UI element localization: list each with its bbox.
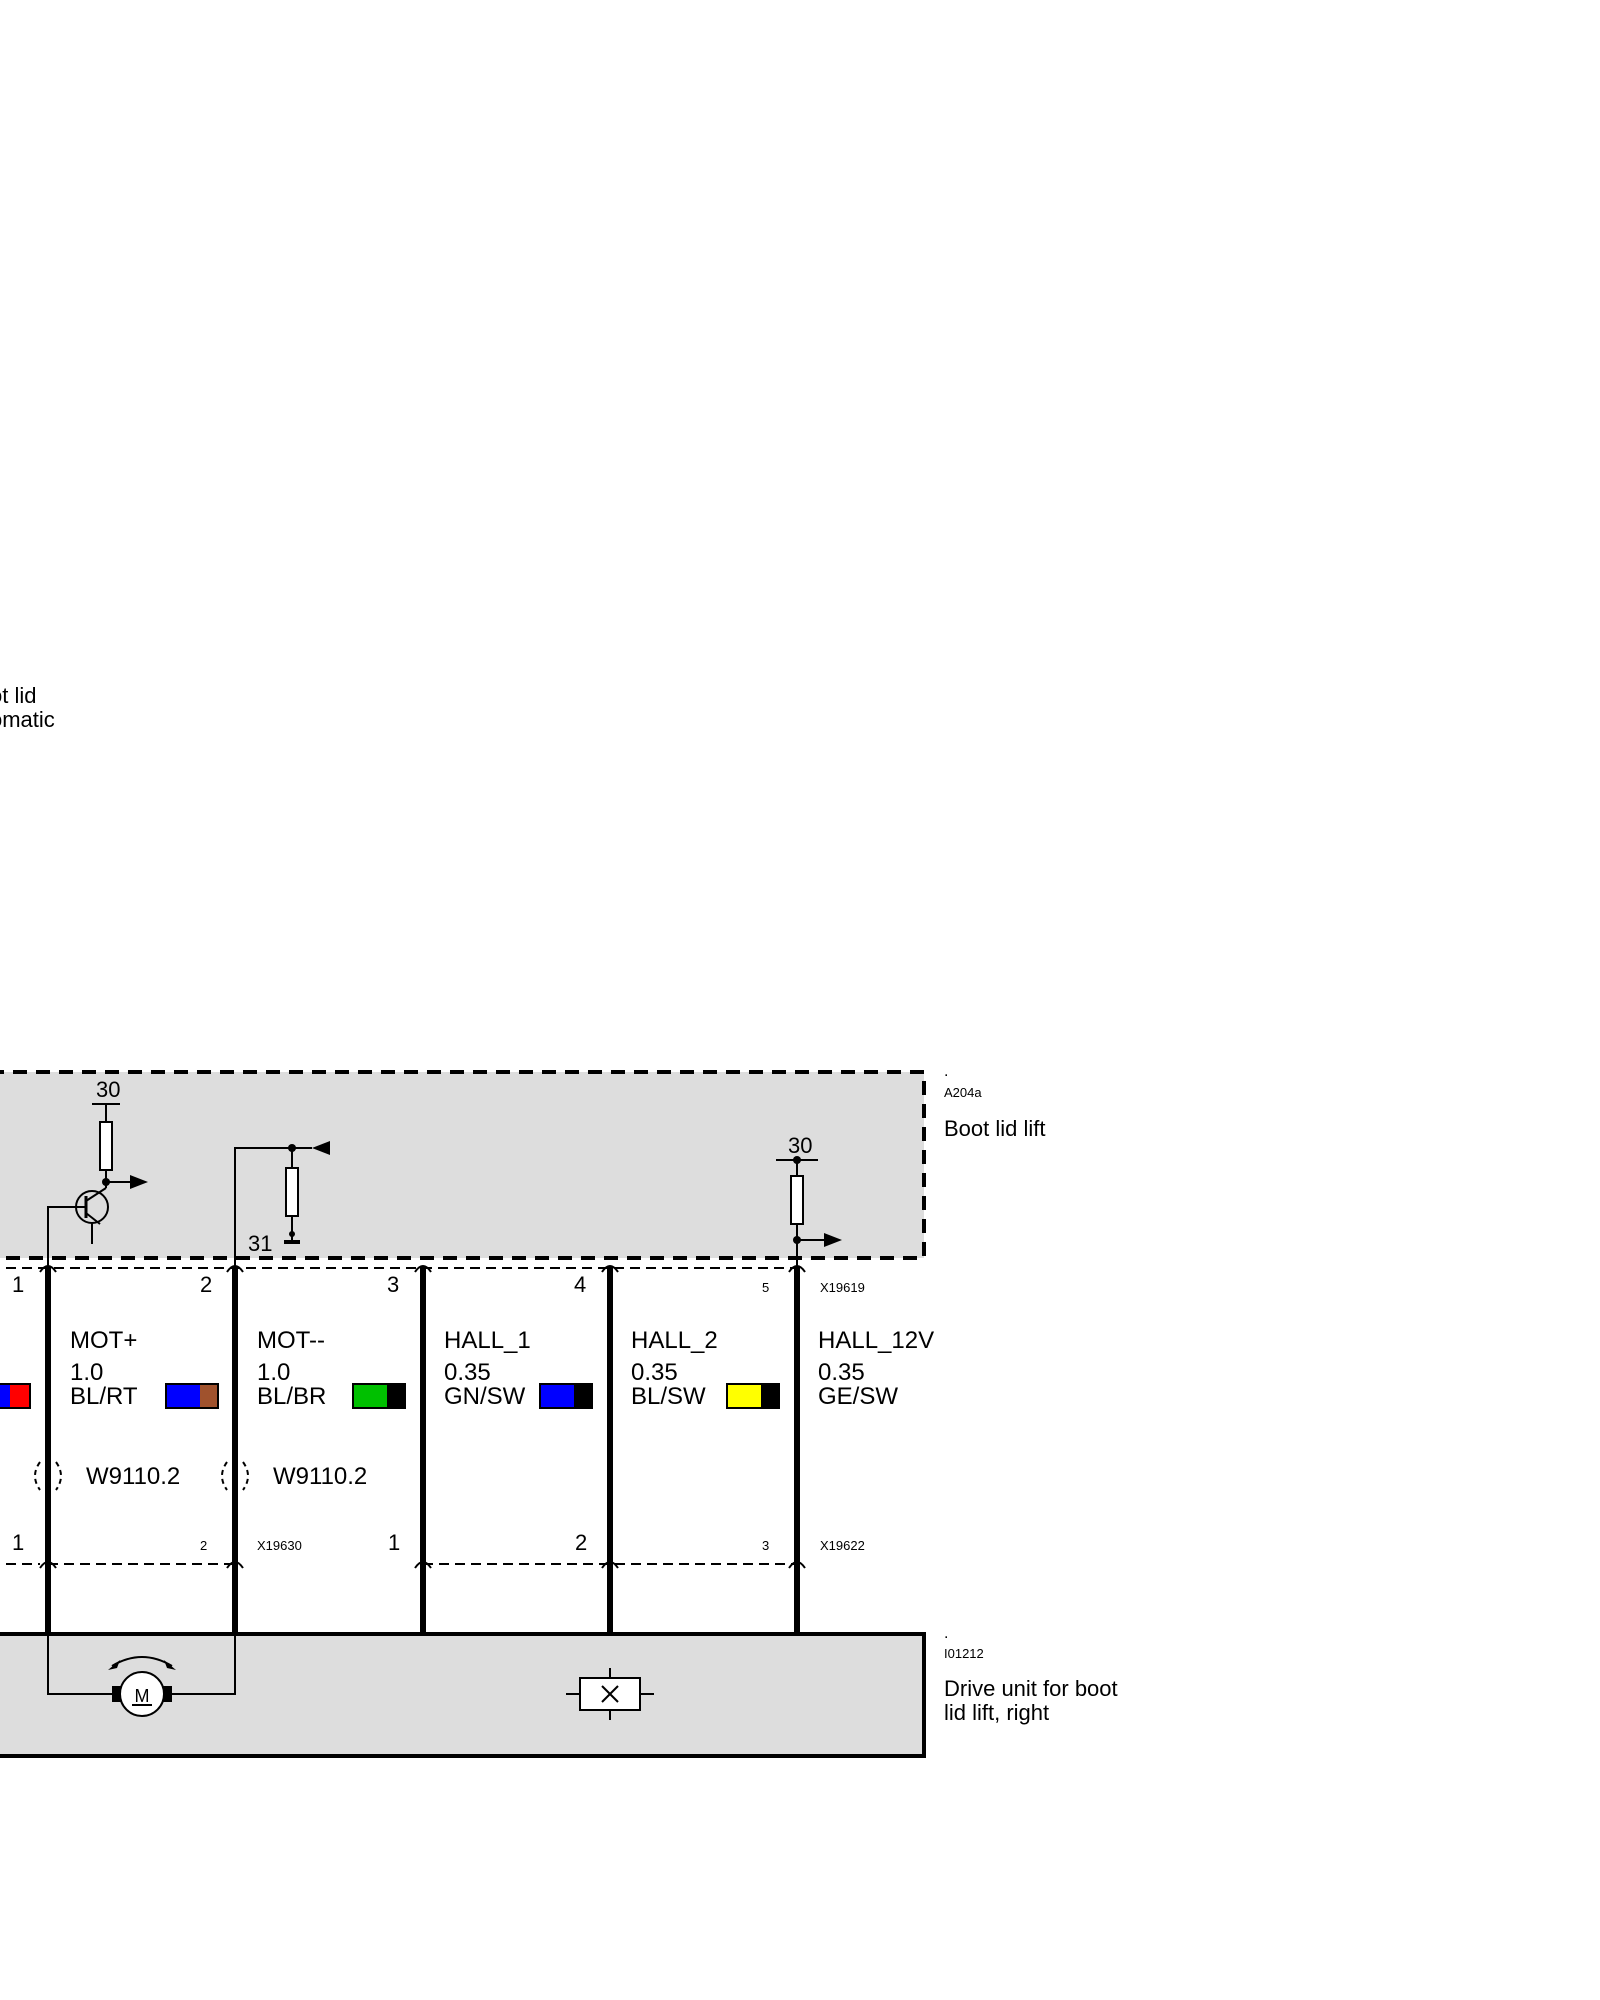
module-dot: .	[944, 1063, 948, 1080]
wire-label-hall-12v: HALL_12V 0.35 GE/SW	[818, 1327, 934, 1410]
swatch-primary	[0, 1384, 10, 1408]
module-id: A204a	[944, 1085, 982, 1100]
pin-label: 4	[574, 1272, 586, 1297]
module-panel	[0, 1072, 924, 1258]
motor-icon: M	[108, 1656, 176, 1717]
wire-size: 0.35	[818, 1359, 865, 1386]
connector-id: X19622	[820, 1538, 865, 1553]
wire-signal: HALL_12V	[818, 1327, 934, 1354]
drive-unit-i01212: . I01212 Drive unit for boot lid lift, r…	[0, 1625, 1118, 1758]
wire-size: 1.0	[257, 1359, 290, 1386]
pin-label: 1	[12, 1272, 24, 1297]
pin-label: 1	[12, 1530, 24, 1555]
drive-unit-name-line1: Drive unit for boot	[944, 1676, 1118, 1701]
drive-unit-dot: .	[944, 1625, 948, 1642]
pin-label: 2	[200, 1272, 212, 1297]
swatch-primary	[353, 1384, 387, 1408]
swatch-primary	[166, 1384, 200, 1408]
swatch-primary	[540, 1384, 574, 1408]
wire-label-hall-1: HALL_1 0.35 GN/SW	[444, 1327, 593, 1410]
wire-signal: MOT+	[70, 1327, 137, 1354]
wire-size: 0.35	[631, 1359, 678, 1386]
pin-label: 3	[387, 1272, 399, 1297]
shield-id: W9110.2	[86, 1463, 180, 1490]
pin-label: 2	[575, 1530, 587, 1555]
wire-color-code: GE/SW	[818, 1383, 898, 1410]
color-swatch	[539, 1383, 593, 1409]
wire-color-code: GN/SW	[444, 1383, 526, 1410]
wire-label-0	[0, 1383, 31, 1409]
wire-signal: HALL_2	[631, 1327, 718, 1354]
swatch-stripe	[10, 1384, 30, 1408]
swatch-stripe	[574, 1384, 592, 1408]
wire-color-code: BL/BR	[257, 1383, 326, 1410]
arrow-right-icon	[797, 1233, 842, 1247]
connector-id: X19630	[257, 1538, 302, 1553]
module-a204a: . A204a Boot lid lift 30	[0, 1063, 1046, 1268]
pin-label: 1	[388, 1530, 400, 1555]
wire-bundle	[39, 1265, 806, 1634]
wire-size: 0.35	[444, 1359, 491, 1386]
module-border	[0, 1070, 926, 1260]
wire-color-code: BL/RT	[70, 1383, 138, 1410]
color-swatch	[0, 1383, 31, 1409]
wire-label-hall-2: HALL_2 0.35 BL/SW	[631, 1327, 780, 1410]
wire-label-mot-plus: MOT+ 1.0 BL/RT	[70, 1327, 219, 1410]
color-swatch	[352, 1383, 406, 1409]
terminal-30-right: 30	[788, 1133, 812, 1158]
swatch-stripe	[761, 1384, 779, 1408]
shield-marker-2: W9110.2	[221, 1461, 367, 1491]
color-swatch	[165, 1383, 219, 1409]
shield-marker-1: W9110.2	[34, 1461, 180, 1491]
fragment-label-line2: omatic	[0, 707, 55, 732]
wire-label-mot-minus: MOT-- 1.0 BL/BR	[257, 1327, 406, 1410]
wire-signal: HALL_1	[444, 1327, 531, 1354]
fragment-label-line1: ot lid	[0, 683, 36, 708]
wire-color-code: BL/SW	[631, 1383, 706, 1410]
wire-signal: MOT--	[257, 1327, 325, 1354]
pin-label: 3	[762, 1538, 769, 1553]
color-swatch	[726, 1383, 780, 1409]
terminal-30-left: 30	[96, 1077, 120, 1102]
swatch-primary	[727, 1384, 761, 1408]
connector-x19622: 1 2 3 X19622	[388, 1530, 865, 1565]
input-arrow-icon	[312, 1141, 330, 1155]
swatch-stripe	[200, 1384, 218, 1408]
ground-31-label: 31	[248, 1231, 272, 1256]
arrow-right-icon	[106, 1175, 148, 1189]
pin-label: 5	[762, 1280, 769, 1295]
motor-symbol: M	[135, 1686, 150, 1706]
swatch-stripe	[387, 1384, 405, 1408]
resistor-icon	[790, 1175, 804, 1225]
connector-x19619: 1 2 3 4 5 X19619	[0, 1267, 865, 1297]
connector-x19630: 1 2 X19630	[0, 1530, 302, 1565]
connector-id: X19619	[820, 1280, 865, 1295]
module-name: Boot lid lift	[944, 1116, 1046, 1141]
pin-label: 2	[200, 1538, 207, 1553]
wire-size: 1.0	[70, 1359, 103, 1386]
shield-id: W9110.2	[273, 1463, 367, 1490]
resistor-icon	[285, 1167, 299, 1217]
drive-unit-border	[0, 1632, 926, 1758]
drive-unit-id: I01212	[944, 1646, 984, 1661]
ground-icon	[284, 1231, 300, 1244]
drive-unit-name-line2: lid lift, right	[944, 1700, 1049, 1725]
hall-sensor-icon	[566, 1668, 654, 1720]
resistor-icon	[99, 1121, 113, 1171]
